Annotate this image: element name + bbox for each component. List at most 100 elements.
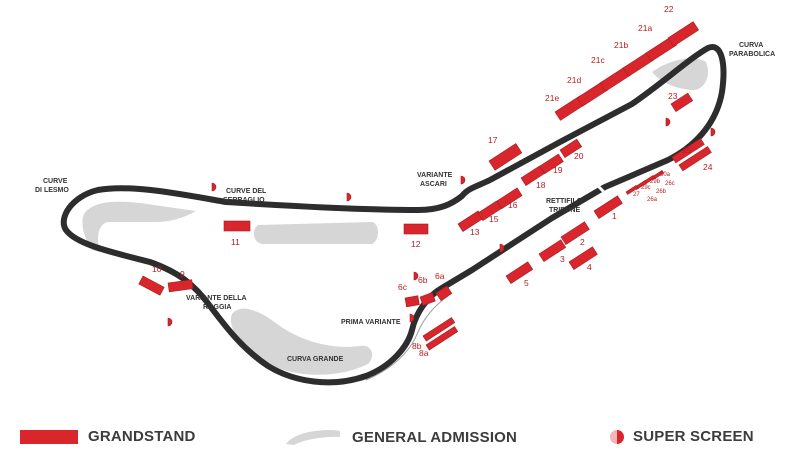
- grandstand-label: 22: [664, 4, 674, 14]
- grandstand-label: 20: [574, 151, 584, 161]
- legend-general-admission: GENERAL ADMISSION: [284, 428, 517, 446]
- general-admission-swatch-icon: [286, 430, 340, 445]
- grandstand-label: 16: [508, 200, 518, 210]
- grandstand-9[interactable]: [167, 279, 194, 293]
- grandstand-8a[interactable]: [425, 326, 459, 351]
- grandstand-11[interactable]: [223, 220, 251, 232]
- grandstand-label: 3: [560, 254, 565, 264]
- grandstand-label: 21d: [567, 75, 581, 85]
- grandstand-24[interactable]: [678, 146, 712, 172]
- grandstand-label: 10: [152, 264, 162, 274]
- grandstand-label: 19: [553, 165, 563, 175]
- corner-label-prima-variante: PRIMA VARIANTE: [341, 319, 401, 326]
- grandstand-6b[interactable]: [419, 292, 436, 306]
- grandstand-label: 6a: [435, 271, 445, 281]
- grandstand-label: 8a: [419, 348, 429, 358]
- legend-grandstand: GRANDSTAND: [20, 428, 196, 445]
- grandstand-label: 23: [668, 91, 678, 101]
- grandstand-label: 2: [580, 237, 585, 247]
- corner-label-curva-grande: CURVA GRANDE: [287, 356, 344, 363]
- grandstand-label: 5: [524, 278, 529, 288]
- grandstand-16[interactable]: [496, 187, 523, 209]
- grandstand-label: 17: [488, 135, 498, 145]
- grandstand-2[interactable]: [560, 221, 590, 245]
- super-screen-icon[interactable]: [499, 243, 505, 253]
- grandstand-17[interactable]: [488, 143, 523, 171]
- start-finish-line: [596, 184, 608, 196]
- super-screen-icon[interactable]: [665, 117, 671, 127]
- svg-text:ROGGIA: ROGGIA: [203, 304, 231, 311]
- general-admission-area-lesmo: [82, 201, 196, 252]
- svg-text:PRIMA VARIANTE: PRIMA VARIANTE: [341, 319, 401, 326]
- corner-label-rettifilo-tribune: RETTIFILO TRIBUNE: [546, 198, 583, 214]
- grandstand-label: 4: [587, 262, 592, 272]
- svg-text:RETTIFILO: RETTIFILO: [546, 198, 583, 205]
- grandstand-15[interactable]: [477, 200, 502, 221]
- grandstand-6c[interactable]: [404, 295, 420, 308]
- grandstand-23[interactable]: [670, 92, 694, 112]
- legend-super-screen: SUPER SCREEN: [609, 428, 754, 445]
- grandstand-4[interactable]: [568, 246, 598, 270]
- grandstand-label: 27: [633, 192, 640, 198]
- svg-text:SERRAGLIO: SERRAGLIO: [223, 197, 265, 204]
- grandstand-label: 6b: [418, 275, 428, 285]
- grandstand-18[interactable]: [520, 165, 545, 186]
- super-screen-icon[interactable]: [409, 313, 415, 323]
- grandstand-22[interactable]: [667, 21, 700, 47]
- grandstand-label: 18: [536, 180, 546, 190]
- svg-text:DI LESMO: DI LESMO: [35, 187, 69, 194]
- grandstands: [138, 21, 712, 351]
- general-admission-area-serraglio: [253, 222, 378, 244]
- grandstand-label: 29b: [650, 179, 661, 185]
- grandstand-8b[interactable]: [422, 317, 456, 342]
- svg-text:CURVE: CURVE: [43, 178, 68, 185]
- super-screen-icon[interactable]: [346, 192, 352, 202]
- grandstand-label: 30a: [660, 172, 671, 178]
- grandstand-5[interactable]: [505, 261, 534, 284]
- corner-label-variante-ascari: VARIANTE ASCARI: [417, 172, 453, 188]
- grandstand-labels: 1 2 3 4 5 6a 6b 6c 8a 8b 9 10 11 12 13 1…: [152, 4, 713, 358]
- svg-text:TRIBUNE: TRIBUNE: [549, 207, 580, 214]
- grandstand-label: 25: [682, 145, 692, 155]
- corner-label-variante-della-roggia: VARIANTE DELLA ROGGIA: [186, 295, 247, 311]
- grandstand-27[interactable]: [625, 185, 639, 195]
- svg-text:VARIANTE: VARIANTE: [417, 172, 453, 179]
- svg-text:CURVA: CURVA: [739, 42, 763, 49]
- super-screens: [167, 117, 716, 327]
- grandstand-label: 15: [489, 214, 499, 224]
- grandstand-label: 21a: [638, 23, 652, 33]
- grandstand-label: 1: [612, 211, 617, 221]
- super-screen-icon: [610, 429, 624, 444]
- grandstand-label: 11: [231, 237, 240, 247]
- grandstand-20[interactable]: [559, 138, 583, 158]
- legend: GRANDSTAND GENERAL ADMISSION SUPER SCREE…: [0, 420, 800, 450]
- super-screen-icon[interactable]: [710, 127, 716, 137]
- grandstand-label: 26c: [665, 181, 675, 187]
- track-inner-edge: [365, 295, 449, 381]
- grandstand-label: 26b: [656, 189, 667, 195]
- grandstand-12[interactable]: [403, 223, 429, 235]
- super-screen-icon[interactable]: [413, 271, 419, 281]
- svg-text:CURVE DEL: CURVE DEL: [226, 188, 267, 195]
- grandstand-10[interactable]: [138, 275, 165, 296]
- super-screen-icon[interactable]: [167, 317, 173, 327]
- grandstand-6a[interactable]: [435, 285, 453, 301]
- grandstand-label: 24: [703, 162, 713, 172]
- corner-label-curve-di-lesmo: CURVE DI LESMO: [35, 178, 69, 194]
- grandstand-label: 13: [470, 227, 480, 237]
- track-outline: [60, 44, 727, 386]
- legend-grandstand-label: GRANDSTAND: [88, 428, 196, 445]
- super-screen-icon[interactable]: [211, 182, 217, 192]
- grandstand-25[interactable]: [671, 138, 705, 164]
- grandstand-19[interactable]: [539, 153, 564, 174]
- legend-general-admission-label: GENERAL ADMISSION: [352, 428, 518, 446]
- grandstand-3[interactable]: [538, 239, 567, 262]
- grandstand-label: 21b: [614, 40, 628, 50]
- grandstand-label: 26a: [647, 197, 658, 203]
- svg-text:CURVA GRANDE: CURVA GRANDE: [287, 356, 344, 363]
- super-screen-icon[interactable]: [460, 175, 466, 185]
- grandstand-1[interactable]: [593, 195, 623, 219]
- grandstand-label: 12: [411, 239, 421, 249]
- grandstand-label: 9: [180, 269, 185, 279]
- corner-label-curve-del-serraglio: CURVE DEL SERRAGLIO: [223, 188, 267, 204]
